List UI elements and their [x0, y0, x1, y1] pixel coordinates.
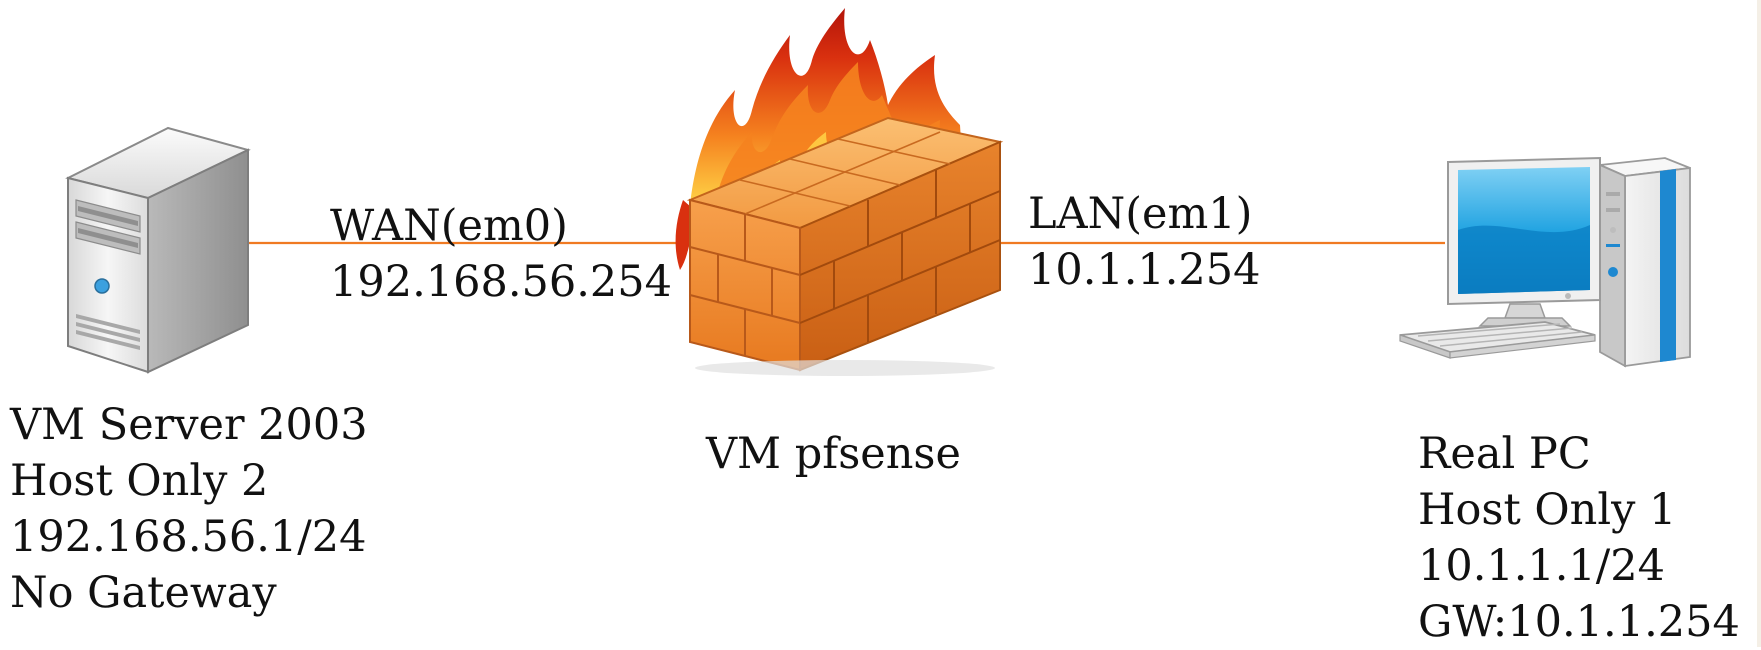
server-ip-address: 192.168.56.1/24: [10, 512, 367, 562]
page-edge: [1757, 0, 1761, 647]
pc-name: Real PC: [1418, 429, 1591, 479]
server-name: VM Server 2003: [10, 400, 368, 450]
lan-interface-name: LAN(em1): [1028, 189, 1253, 239]
wan-interface-name: WAN(em0): [330, 201, 568, 251]
server-icon: [65, 126, 251, 374]
pc-gateway: GW:10.1.1.254: [1418, 597, 1740, 647]
firewall-name: VM pfsense: [706, 429, 961, 479]
desktop-pc-icon: [1399, 156, 1691, 368]
server-network: Host Only 2: [10, 456, 269, 506]
firewall-label: VM pfsense: [706, 426, 961, 482]
lan-ip-address: 10.1.1.254: [1028, 245, 1261, 295]
pc-ip-address: 10.1.1.1/24: [1418, 541, 1665, 591]
wan-label: WAN(em0) 192.168.56.254: [330, 198, 672, 310]
firewall-icon: [675, 8, 1004, 376]
server-gateway: No Gateway: [10, 568, 277, 618]
pc-network: Host Only 1: [1418, 485, 1677, 535]
wan-ip-address: 192.168.56.254: [330, 257, 672, 307]
pc-label: Real PC Host Only 1 10.1.1.1/24 GW:10.1.…: [1418, 426, 1740, 650]
lan-label: LAN(em1) 10.1.1.254: [1028, 186, 1261, 298]
server-label: VM Server 2003 Host Only 2 192.168.56.1/…: [10, 397, 368, 621]
